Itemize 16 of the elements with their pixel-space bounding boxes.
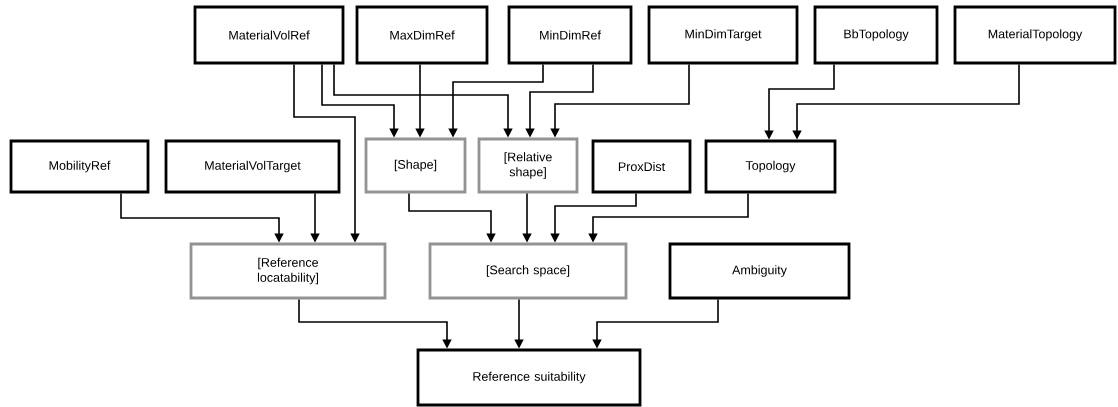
group-box: [Shape] [364, 137, 467, 194]
factor-box: Topology [704, 139, 837, 194]
factor-box: MaxDimRef [355, 5, 489, 65]
factor-box: MinDimTarget [647, 5, 799, 65]
factor-box: ProxDist [591, 139, 692, 194]
factor-box: BbTopology [813, 5, 939, 65]
factor-box: MaterialVolRef [193, 5, 345, 65]
group-box: [Relative shape] [477, 137, 579, 194]
factor-box: MobilityRef [9, 139, 150, 194]
factor-box: Ambiguity [668, 242, 851, 300]
factor-box: MaterialTopology [953, 5, 1117, 65]
factor-box: MaterialVolTarget [164, 139, 341, 194]
group-box: [Search space] [428, 242, 628, 300]
factor-box: Reference suitability [416, 348, 642, 407]
group-box: [Reference locatability] [189, 242, 387, 300]
factor-box: MinDimRef [507, 5, 633, 65]
